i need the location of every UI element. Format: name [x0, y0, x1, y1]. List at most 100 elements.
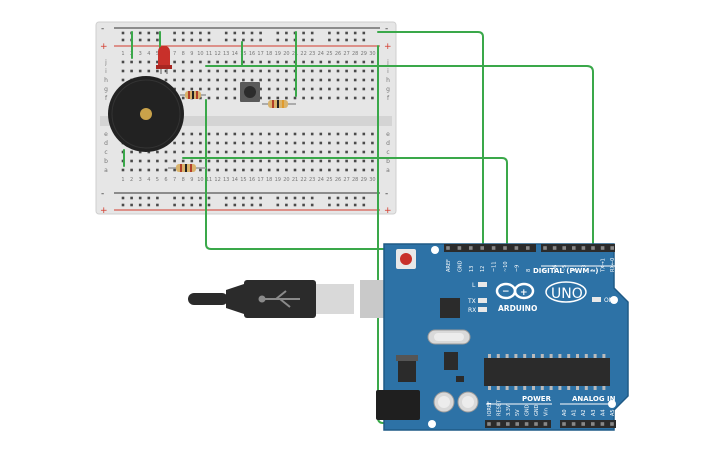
terminal-hole[interactable]: [207, 96, 211, 100]
terminal-hole[interactable]: [224, 96, 228, 100]
rail-hole[interactable]: [224, 31, 228, 35]
terminal-hole[interactable]: [302, 141, 305, 145]
terminal-hole[interactable]: [173, 78, 176, 82]
terminal-hole[interactable]: [302, 150, 305, 154]
terminal-hole[interactable]: [285, 159, 288, 163]
terminal-hole[interactable]: [173, 150, 176, 154]
terminal-hole[interactable]: [190, 60, 194, 64]
rail-hole[interactable]: [276, 31, 280, 35]
terminal-hole[interactable]: [302, 132, 305, 136]
rail-hole[interactable]: [302, 203, 305, 207]
terminal-hole[interactable]: [276, 60, 280, 64]
terminal-hole[interactable]: [336, 168, 340, 172]
terminal-hole[interactable]: [285, 78, 288, 82]
rail-hole[interactable]: [181, 196, 185, 200]
wire-pin13-to-led[interactable]: [205, 99, 479, 250]
terminal-hole[interactable]: [285, 168, 288, 172]
terminal-hole[interactable]: [285, 69, 288, 73]
power-pin-hole[interactable]: [534, 422, 538, 426]
terminal-hole[interactable]: [353, 69, 357, 73]
rail-hole[interactable]: [181, 38, 185, 42]
terminal-hole[interactable]: [147, 159, 151, 163]
rail-hole[interactable]: [147, 38, 151, 42]
terminal-hole[interactable]: [207, 87, 211, 91]
terminal-hole[interactable]: [310, 168, 314, 172]
terminal-hole[interactable]: [319, 159, 323, 163]
terminal-hole[interactable]: [293, 96, 297, 100]
terminal-hole[interactable]: [302, 60, 305, 64]
pushbutton[interactable]: [240, 82, 260, 102]
terminal-hole[interactable]: [207, 141, 211, 145]
terminal-hole[interactable]: [302, 78, 305, 82]
terminal-hole[interactable]: [207, 150, 211, 154]
terminal-hole[interactable]: [371, 60, 374, 64]
analog-pin-hole[interactable]: [571, 422, 576, 426]
rail-hole[interactable]: [293, 203, 297, 207]
rail-hole[interactable]: [138, 196, 142, 200]
terminal-hole[interactable]: [267, 168, 271, 172]
terminal-hole[interactable]: [371, 168, 374, 172]
terminal-hole[interactable]: [242, 159, 245, 163]
terminal-hole[interactable]: [121, 78, 125, 82]
rail-hole[interactable]: [138, 38, 142, 42]
terminal-hole[interactable]: [250, 78, 254, 82]
terminal-hole[interactable]: [156, 159, 159, 163]
rail-hole[interactable]: [250, 38, 254, 42]
terminal-hole[interactable]: [328, 150, 331, 154]
terminal-hole[interactable]: [345, 132, 348, 136]
terminal-hole[interactable]: [130, 150, 133, 154]
rail-hole[interactable]: [276, 203, 280, 207]
terminal-hole[interactable]: [199, 132, 202, 136]
rail-hole[interactable]: [345, 196, 348, 200]
digital-pin-hole[interactable]: [446, 246, 450, 250]
terminal-hole[interactable]: [345, 96, 348, 100]
terminal-hole[interactable]: [267, 159, 271, 163]
rail-hole[interactable]: [353, 38, 357, 42]
terminal-hole[interactable]: [181, 60, 185, 64]
terminal-hole[interactable]: [216, 168, 219, 172]
terminal-hole[interactable]: [345, 69, 348, 73]
terminal-hole[interactable]: [285, 141, 288, 145]
terminal-hole[interactable]: [199, 69, 202, 73]
reset-button[interactable]: [400, 253, 412, 265]
rail-hole[interactable]: [121, 31, 125, 35]
rail-hole[interactable]: [250, 196, 254, 200]
rail-hole[interactable]: [242, 38, 245, 42]
terminal-hole[interactable]: [362, 78, 366, 82]
terminal-hole[interactable]: [362, 168, 366, 172]
rail-hole[interactable]: [207, 196, 211, 200]
rail-hole[interactable]: [173, 196, 176, 200]
rail-hole[interactable]: [181, 31, 185, 35]
terminal-hole[interactable]: [362, 69, 366, 73]
terminal-hole[interactable]: [259, 96, 262, 100]
rail-hole[interactable]: [190, 203, 194, 207]
terminal-hole[interactable]: [259, 168, 262, 172]
terminal-hole[interactable]: [302, 168, 305, 172]
terminal-hole[interactable]: [181, 69, 185, 73]
terminal-hole[interactable]: [164, 78, 168, 82]
terminal-hole[interactable]: [138, 159, 142, 163]
rail-hole[interactable]: [310, 196, 314, 200]
terminal-hole[interactable]: [285, 96, 288, 100]
terminal-hole[interactable]: [199, 141, 202, 145]
terminal-hole[interactable]: [138, 69, 142, 73]
resistor-3[interactable]: [168, 164, 206, 172]
analog-pin-hole[interactable]: [610, 422, 614, 426]
terminal-hole[interactable]: [328, 168, 331, 172]
terminal-hole[interactable]: [371, 159, 374, 163]
terminal-hole[interactable]: [147, 168, 151, 172]
terminal-hole[interactable]: [164, 159, 168, 163]
rail-hole[interactable]: [242, 31, 245, 35]
rail-hole[interactable]: [173, 31, 176, 35]
terminal-hole[interactable]: [293, 168, 297, 172]
rail-hole[interactable]: [121, 196, 125, 200]
terminal-hole[interactable]: [242, 150, 245, 154]
rail-hole[interactable]: [233, 196, 237, 200]
terminal-hole[interactable]: [302, 87, 305, 91]
rail-hole[interactable]: [285, 31, 288, 35]
rail-hole[interactable]: [156, 38, 159, 42]
wire-pin2-to-button[interactable]: [205, 65, 594, 248]
rail-hole[interactable]: [259, 196, 262, 200]
rail-hole[interactable]: [353, 196, 357, 200]
terminal-hole[interactable]: [216, 150, 219, 154]
